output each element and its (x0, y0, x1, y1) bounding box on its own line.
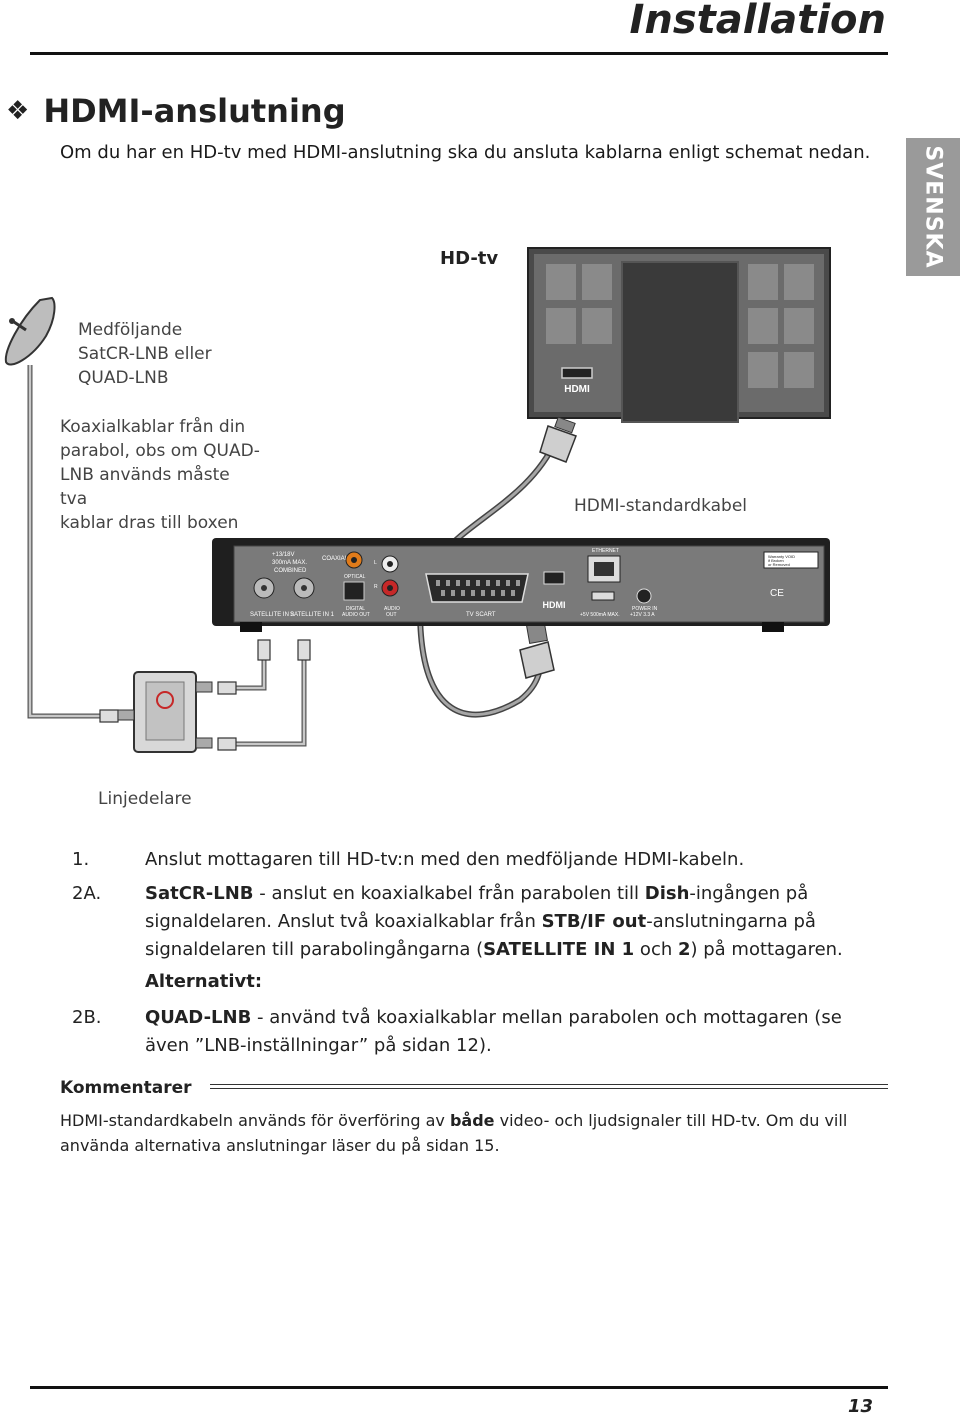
intro-text: Om du har en HD-tv med HDMI-anslutning s… (60, 142, 871, 163)
sat-in-2-label: SATELLITE IN 2 (250, 612, 295, 618)
step-1-number: 1. (72, 849, 90, 870)
comments-text: HDMI-standardkabeln används för överföri… (60, 1108, 890, 1158)
tv-hdmi-logo: HDMI (564, 384, 590, 395)
hdmi-plug-bottom-icon (519, 621, 555, 679)
coax-label: Koaxialkablar från din parabol, obs om Q… (60, 415, 260, 535)
step-2a-part: och (634, 939, 678, 960)
step-2b-number: 2B. (72, 1007, 102, 1028)
tv-scart-label: TV SCART (466, 612, 496, 618)
lnb-power-label: +13/18V (272, 552, 295, 558)
lnb-label-line: QUAD-LNB (78, 368, 169, 388)
hdmi-plug-top-icon (539, 416, 577, 463)
diamond-bullet-icon: ❖ (6, 96, 30, 126)
ce-mark: CE (770, 588, 784, 599)
power-spec-label: +12V 3.3 A (630, 612, 655, 618)
step-2a-part: - anslut en koaxialkabel från parabolen … (253, 883, 645, 904)
step-2a-term: Dish (644, 883, 690, 904)
language-side-tab: SVENSKA (906, 138, 960, 276)
step-2b-term: QUAD-LNB (145, 1007, 252, 1028)
step-2a-text: SatCR-LNB - anslut en koaxialkabel från … (145, 880, 885, 964)
line-splitter-icon (117, 671, 213, 753)
optical-label: OPTICAL (344, 574, 366, 580)
splitter-label: Linjedelare (98, 789, 192, 809)
power-in-label: POWER IN (632, 606, 658, 612)
hdmi-cable-label: HDMI-standardkabel (574, 496, 748, 516)
digital-audio-label-2: AUDIO OUT (342, 612, 370, 618)
step-2a-term: SatCR-LNB (145, 883, 254, 904)
lnb-label: Medföljande SatCR-LNB eller QUAD-LNB (78, 318, 278, 390)
lnb-label-line: SatCR-LNB eller (78, 344, 212, 364)
step-2a-number: 2A. (72, 883, 102, 904)
coax-label-line: kablar dras till boxen (60, 513, 239, 533)
footer-rule (30, 1386, 888, 1389)
combined-label: COMBINED (274, 568, 307, 574)
step-2a-term: STB/IF out (541, 911, 647, 932)
satellite-receiver: +13/18V 300mA MAX. COMBINED SATELLITE IN… (212, 538, 830, 632)
audio-out-label: AUDIO (384, 606, 400, 612)
connection-diagram: HDMI +13/18V 300mA MAX. COMBINED SATELLI… (4, 247, 831, 753)
step-1-text: Anslut mottagaren till HD-tv:n med den m… (145, 849, 745, 870)
comments-title: Kommentarer (60, 1078, 192, 1098)
header-rule (30, 52, 888, 55)
comments-part: video- och ljudsignaler till HD-tv. Om d… (60, 1111, 848, 1155)
step-2a-part: ) på mottagaren. (690, 939, 843, 960)
step-2a-part: -ingången på signaldelaren. Anslut två k… (145, 883, 809, 932)
section-heading: ❖ HDMI-anslutning (6, 92, 346, 130)
ethernet-label: ETHERNET (592, 548, 619, 554)
usb-power-label: +5V 500mA MAX. (580, 612, 620, 618)
warranty-label-1: Warranty VOID (768, 554, 795, 559)
language-side-tab-label: SVENSKA (920, 145, 946, 269)
audio-r-label: R (374, 584, 378, 590)
comments-part: HDMI-standardkabeln används för överföri… (60, 1111, 450, 1130)
satellite-dish-icon (4, 296, 56, 366)
comments-emphasis: både (449, 1111, 495, 1130)
digital-audio-label: DIGITAL (346, 606, 365, 612)
page-header-title: Installation (629, 0, 886, 43)
step-2b-text: QUAD-LNB - använd två koaxialkablar mell… (145, 1004, 885, 1060)
lnb-label-line: Medföljande (78, 320, 183, 340)
coax-label-line: parabol, obs om QUAD- (60, 441, 260, 461)
receiver-hdmi-logo: HDMI (543, 600, 566, 610)
step-2b-part: - använd två koaxialkablar mellan parabo… (145, 1007, 842, 1056)
warranty-label-2: if Broken (768, 558, 784, 563)
step-2a-term: 2 (677, 939, 691, 960)
hd-tv: HDMI (527, 247, 831, 423)
tv-label: HD-tv (440, 248, 499, 269)
alternative-label: Alternativt: (145, 971, 263, 992)
audio-l-label: L (374, 560, 377, 566)
audio-out-label-2: OUT (386, 612, 397, 618)
coax-label-line: LNB används måste tva (60, 465, 230, 509)
coax-label-line: Koaxialkablar från din (60, 417, 246, 437)
sat-in-1-label: SATELLITE IN 1 (290, 612, 335, 618)
step-2a-term: SATELLITE IN 1 (483, 939, 635, 960)
warranty-label-3: or Removed (768, 562, 790, 567)
comments-rule (210, 1084, 888, 1089)
lnb-current-label: 300mA MAX. (272, 560, 307, 566)
coaxial-label: COAXIAL (322, 556, 349, 562)
step-2a-part: -anslutningarna på signaldelaren till pa… (145, 911, 816, 960)
f-connector-icons (99, 639, 311, 751)
section-heading-text: HDMI-anslutning (43, 92, 346, 130)
page-number: 13 (848, 1396, 874, 1417)
